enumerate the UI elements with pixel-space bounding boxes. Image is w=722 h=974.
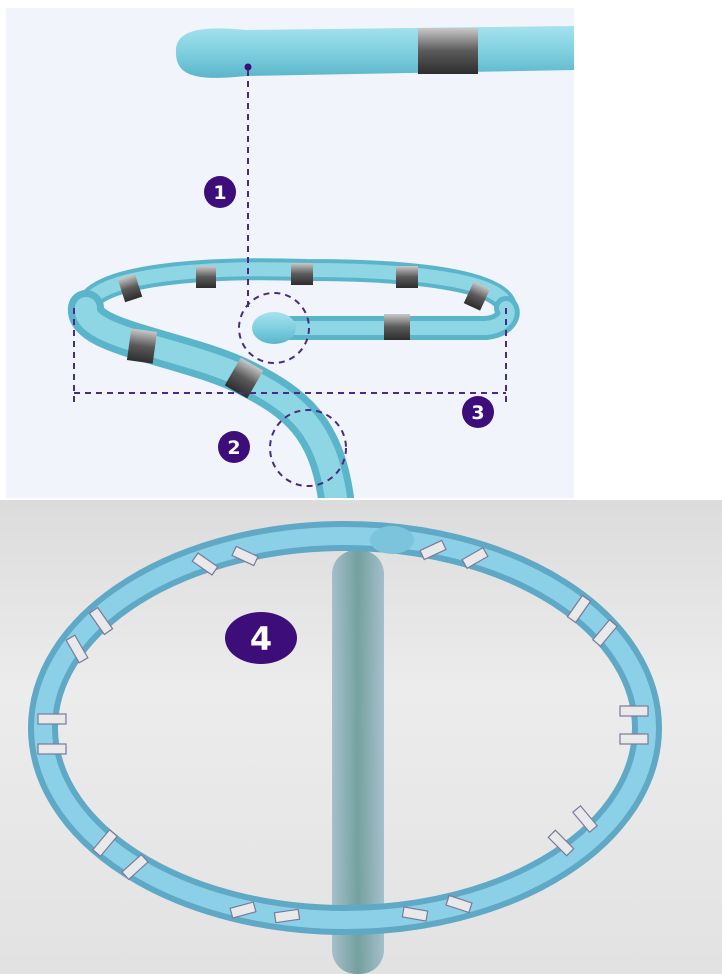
badge-3-label: 3: [471, 402, 484, 424]
badge-3: 3: [462, 396, 494, 428]
spiral-catheter-svg: 1 2 3: [6, 8, 574, 498]
badge-1-label: 1: [213, 182, 226, 204]
badge-2: 2: [218, 431, 250, 463]
tip-center-dot: [245, 64, 252, 71]
badge-4: 4: [225, 612, 297, 664]
badge-1: 1: [204, 176, 236, 208]
badge-4-label: 4: [250, 620, 272, 658]
catheter-tip-upper: [176, 26, 574, 78]
spiral-catheter-diagram: 1 2 3: [6, 8, 574, 498]
badge-2-label: 2: [227, 437, 240, 459]
loop-catheter-photo: 4: [0, 500, 722, 974]
electrode-band: [418, 28, 478, 74]
loop-catheter-svg: 4: [0, 500, 722, 974]
